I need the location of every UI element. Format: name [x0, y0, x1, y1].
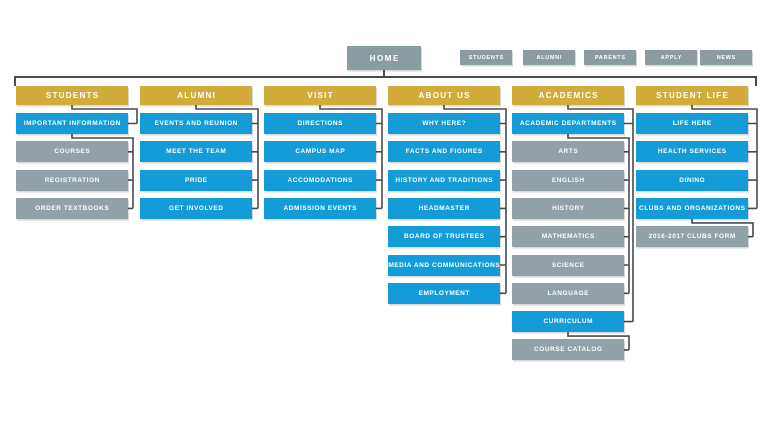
- sitemap-node-pride[interactable]: PRIDE: [140, 169, 252, 191]
- sitemap-node-academic-departments[interactable]: ACADEMIC DEPARTMENTS: [512, 113, 624, 134]
- top-nav-news[interactable]: NEWS: [700, 50, 752, 65]
- sitemap-node-mathematics[interactable]: MATHEMATICS: [512, 226, 624, 248]
- sitemap-node-history[interactable]: HISTORY: [512, 197, 624, 219]
- column-header-student-life[interactable]: STUDENT LIFE: [636, 86, 748, 105]
- sitemap-node-facts-and-figures[interactable]: FACTS AND FIGURES: [388, 141, 500, 163]
- column-header-students[interactable]: STUDENTS: [16, 86, 128, 105]
- sitemap-node-directions[interactable]: DIRECTIONS: [264, 113, 376, 134]
- sitemap-node-life-here[interactable]: LIFE HERE: [636, 113, 748, 134]
- sitemap-node-arts[interactable]: ARTS: [512, 141, 624, 163]
- sitemap-node-employment[interactable]: EMPLOYMENT: [388, 282, 500, 304]
- sitemap-node-media-and-communications[interactable]: MEDIA AND COMMUNICATIONS: [388, 254, 500, 276]
- column-header-alumni[interactable]: ALUMNI: [140, 86, 252, 105]
- sitemap-node-english[interactable]: ENGLISH: [512, 169, 624, 191]
- sitemap-node-events-and-reunion[interactable]: EVENTS AND REUNION: [140, 113, 252, 134]
- column-header-academics[interactable]: ACADEMICS: [512, 86, 624, 105]
- sitemap-node-clubs-and-organizations[interactable]: CLUBS AND ORGANIZATIONS: [636, 197, 748, 219]
- sitemap-node-headmaster[interactable]: HEADMASTER: [388, 197, 500, 219]
- home-node[interactable]: HOME: [347, 46, 421, 70]
- sitemap-node-courses[interactable]: COURSES: [16, 141, 128, 163]
- sitemap-node-dining[interactable]: DINING: [636, 169, 748, 191]
- sitemap-node-2016-2017-clubs-form[interactable]: 2016-2017 CLUBS FORM: [636, 226, 748, 248]
- column-header-about-us[interactable]: ABOUT US: [388, 86, 500, 105]
- sitemap-node-science[interactable]: SCIENCE: [512, 254, 624, 276]
- top-nav-apply[interactable]: APPLY: [645, 50, 697, 65]
- sitemap-node-accomodations[interactable]: ACCOMODATIONS: [264, 169, 376, 191]
- sitemap-node-registration[interactable]: REGISTRATION: [16, 169, 128, 191]
- sitemap-node-why-here[interactable]: WHY HERE?: [388, 113, 500, 134]
- top-nav-parents[interactable]: PARENTS: [584, 50, 636, 65]
- sitemap-node-board-of-trustees[interactable]: BOARD OF TRUSTEES: [388, 226, 500, 248]
- top-nav-alumni[interactable]: ALUMNI: [523, 50, 575, 65]
- sitemap-node-campus-map[interactable]: CAMPUS MAP: [264, 141, 376, 163]
- sitemap-node-admission-events[interactable]: ADMISSION EVENTS: [264, 197, 376, 219]
- sitemap-node-order-textbooks[interactable]: ORDER TEXTBOOKS: [16, 197, 128, 219]
- column-header-visit[interactable]: VISIT: [264, 86, 376, 105]
- sitemap-node-health-services[interactable]: HEALTH SERVICES: [636, 141, 748, 163]
- sitemap-node-important-information[interactable]: IMPORTANT INFORMATION: [16, 113, 128, 134]
- sitemap-node-curriculum[interactable]: CURRICULUM: [512, 311, 624, 333]
- sitemap-node-get-involved[interactable]: GET INVOLVED: [140, 197, 252, 219]
- top-nav-students[interactable]: STUDENTS: [460, 50, 512, 65]
- sitemap-node-language[interactable]: LANGUAGE: [512, 282, 624, 304]
- sitemap-node-course-catalog[interactable]: COURSE CATALOG: [512, 339, 624, 361]
- sitemap-node-meet-the-team[interactable]: MEET THE TEAM: [140, 141, 252, 163]
- sitemap-node-history-and-traditions[interactable]: HISTORY AND TRADITIONS: [388, 169, 500, 191]
